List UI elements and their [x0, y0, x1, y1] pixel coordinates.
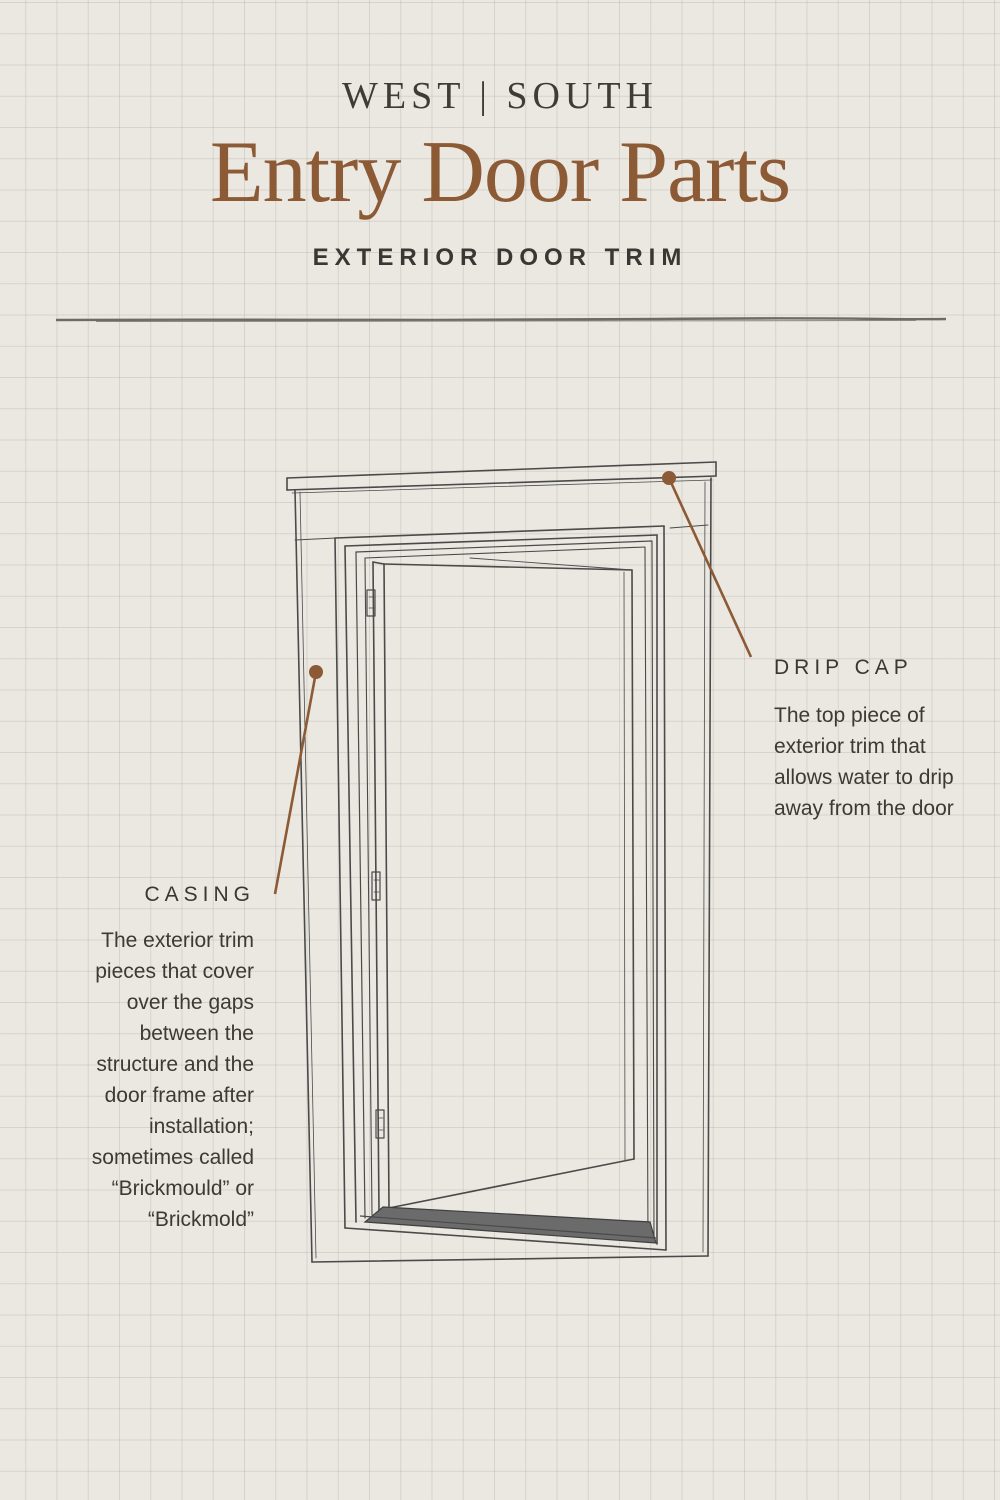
page-title: Entry Door Parts	[209, 124, 791, 221]
door-slab	[372, 557, 635, 1212]
drip-cap-pointer	[662, 471, 753, 658]
page-subtitle: EXTERIOR DOOR TRIM	[312, 244, 688, 271]
casing-pointer	[273, 665, 323, 895]
drip-cap-trim	[286, 461, 717, 494]
hinges	[366, 589, 385, 1139]
brand-name: WEST | SOUTH	[341, 75, 659, 117]
threshold	[363, 1206, 657, 1244]
drip-cap-title: DRIP CAP	[774, 656, 913, 679]
door-frame	[334, 525, 667, 1251]
casing-description: The exterior trim pieces that cover over…	[91, 929, 254, 1231]
header-divider	[56, 317, 946, 322]
casing-title: CASING	[144, 883, 255, 906]
header: WEST | SOUTH Entry Door Parts EXTERIOR D…	[0, 0, 1000, 340]
drip-cap-description: The top piece of exterior trim that allo…	[774, 704, 954, 820]
casing-trim	[294, 477, 712, 1263]
